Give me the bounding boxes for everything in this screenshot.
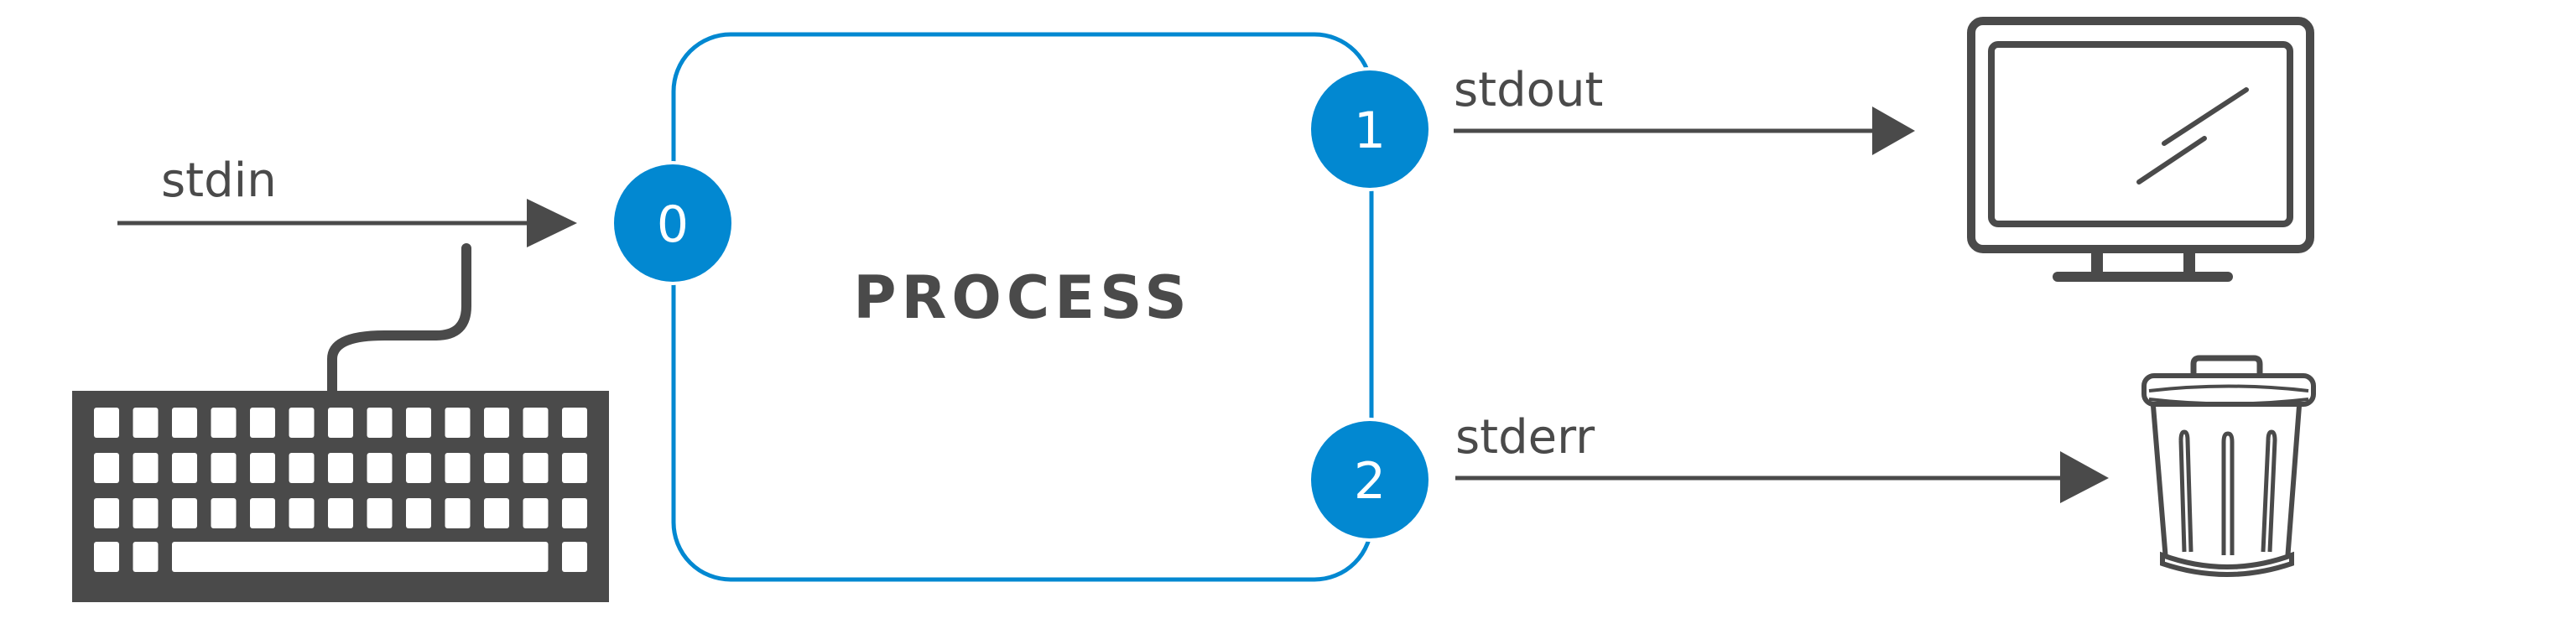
keyboard-key bbox=[94, 498, 119, 528]
keyboard-key bbox=[172, 498, 197, 528]
keyboard-spacebar bbox=[172, 542, 547, 572]
keyboard-key bbox=[562, 408, 587, 438]
keyboard-key bbox=[562, 542, 587, 572]
keyboard-key bbox=[211, 408, 237, 438]
keyboard-key bbox=[94, 453, 119, 483]
keyboard-key bbox=[367, 498, 393, 528]
keyboard-key bbox=[289, 408, 315, 438]
keyboard-key bbox=[328, 498, 353, 528]
keyboard-key bbox=[562, 453, 587, 483]
keyboard-key bbox=[484, 453, 509, 483]
trash-can-icon bbox=[2141, 355, 2316, 577]
keyboard-key bbox=[445, 408, 471, 438]
stdin-label: stdin bbox=[161, 153, 277, 208]
keyboard-cable bbox=[327, 243, 471, 399]
fd-0-badge: 0 bbox=[611, 161, 735, 285]
fd-0-label: 0 bbox=[657, 195, 689, 254]
keyboard-key bbox=[250, 408, 275, 438]
keyboard-key bbox=[406, 408, 431, 438]
process-label: PROCESS bbox=[853, 263, 1192, 332]
keyboard-keys bbox=[94, 408, 587, 572]
stdout-label: stdout bbox=[1454, 63, 1603, 117]
keyboard-key bbox=[133, 453, 159, 483]
keyboard-key bbox=[445, 498, 471, 528]
keyboard-key bbox=[172, 453, 197, 483]
stderr-arrow bbox=[1455, 451, 2109, 503]
keyboard-key bbox=[523, 408, 549, 438]
stdout-arrow bbox=[1454, 107, 1915, 155]
keyboard-key bbox=[94, 542, 119, 572]
keyboard-key bbox=[523, 453, 549, 483]
fd-1-label: 1 bbox=[1354, 101, 1386, 160]
keyboard-key bbox=[172, 408, 197, 438]
keyboard-key bbox=[133, 498, 159, 528]
keyboard-key bbox=[484, 498, 509, 528]
keyboard-key bbox=[211, 498, 237, 528]
fd-2-badge: 2 bbox=[1308, 418, 1432, 542]
process-box bbox=[671, 32, 1374, 582]
keyboard-key bbox=[328, 408, 353, 438]
keyboard-key bbox=[562, 498, 587, 528]
keyboard-key bbox=[133, 408, 159, 438]
keyboard-key bbox=[406, 498, 431, 528]
keyboard-key bbox=[328, 453, 353, 483]
keyboard-icon bbox=[72, 243, 609, 602]
keyboard-key bbox=[250, 453, 275, 483]
monitor-icon bbox=[1967, 17, 2314, 282]
fd-2-label: 2 bbox=[1354, 452, 1386, 511]
keyboard-key bbox=[289, 453, 315, 483]
keyboard-key bbox=[211, 453, 237, 483]
stderr-label: stderr bbox=[1455, 410, 1595, 465]
keyboard-key bbox=[367, 408, 393, 438]
fd-1-badge: 1 bbox=[1308, 67, 1432, 191]
keyboard-key bbox=[406, 453, 431, 483]
stdin-arrow bbox=[117, 199, 577, 247]
keyboard-key bbox=[289, 498, 315, 528]
keyboard-key bbox=[523, 542, 549, 572]
keyboard-key bbox=[133, 542, 159, 572]
keyboard-key bbox=[445, 453, 471, 483]
keyboard-key bbox=[250, 498, 275, 528]
keyboard-key bbox=[367, 453, 393, 483]
keyboard-key bbox=[484, 408, 509, 438]
keyboard-key bbox=[94, 408, 119, 438]
keyboard-key bbox=[523, 498, 549, 528]
